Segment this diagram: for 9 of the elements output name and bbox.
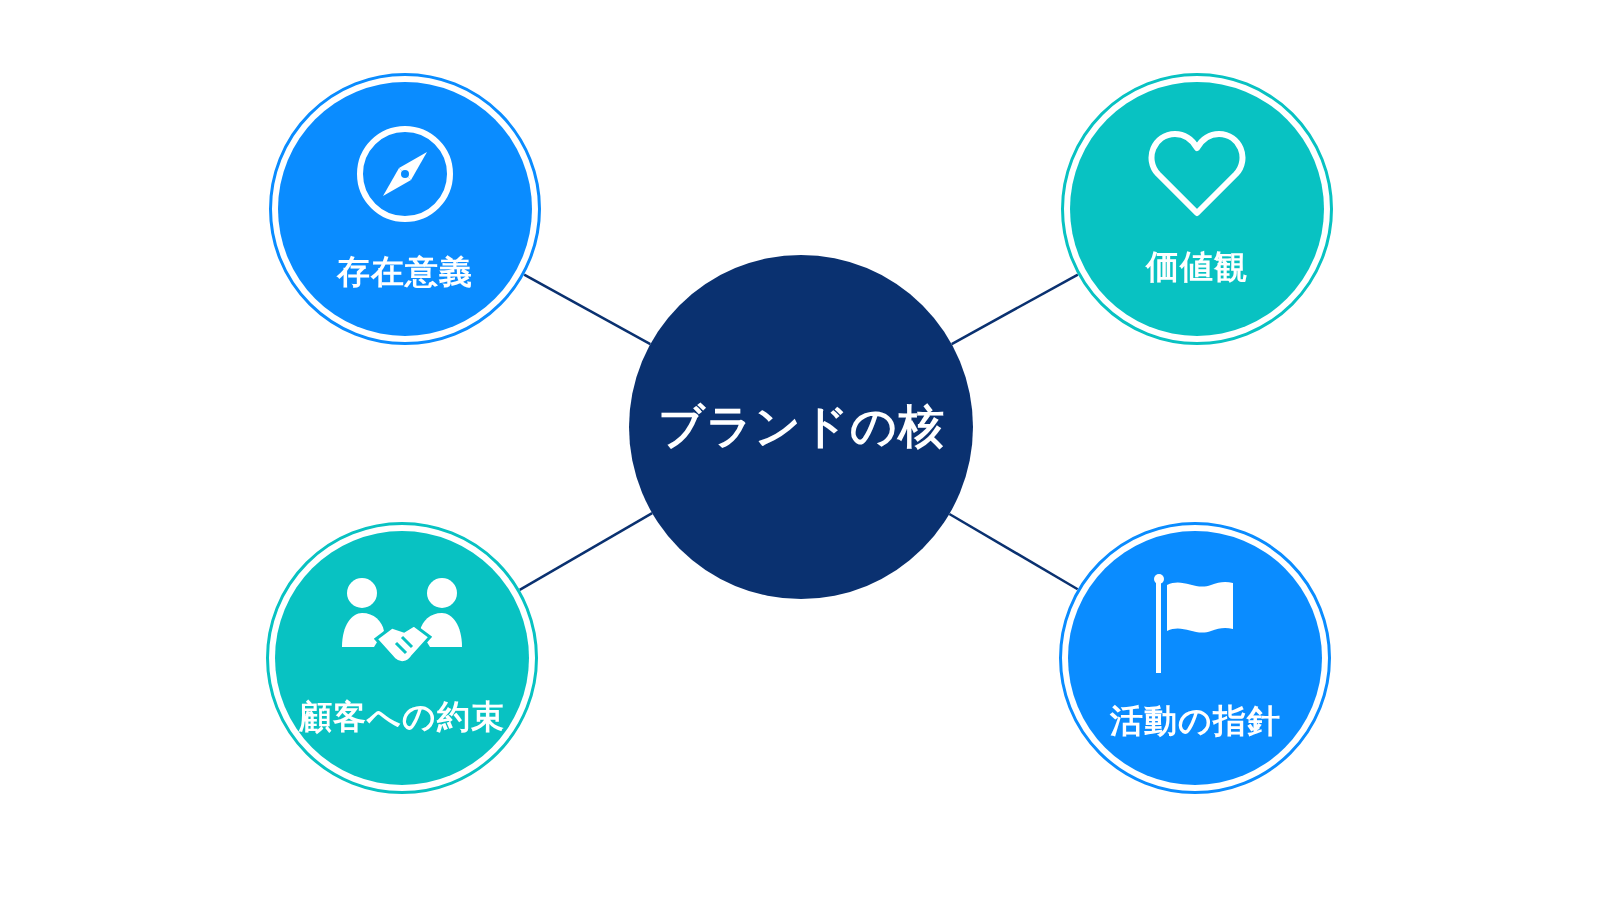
circle-label: 価値観 [1146,245,1248,288]
connector-line [519,512,653,591]
circle-label: 顧客への約束 [299,695,505,738]
circle-label: ブランドの核 [657,398,945,455]
connector-line [951,273,1079,346]
circle-label: 活動の指針 [1109,699,1281,742]
circle-label: 存在意義 [337,250,473,293]
connector-line [948,512,1079,591]
connector-line [523,273,651,346]
